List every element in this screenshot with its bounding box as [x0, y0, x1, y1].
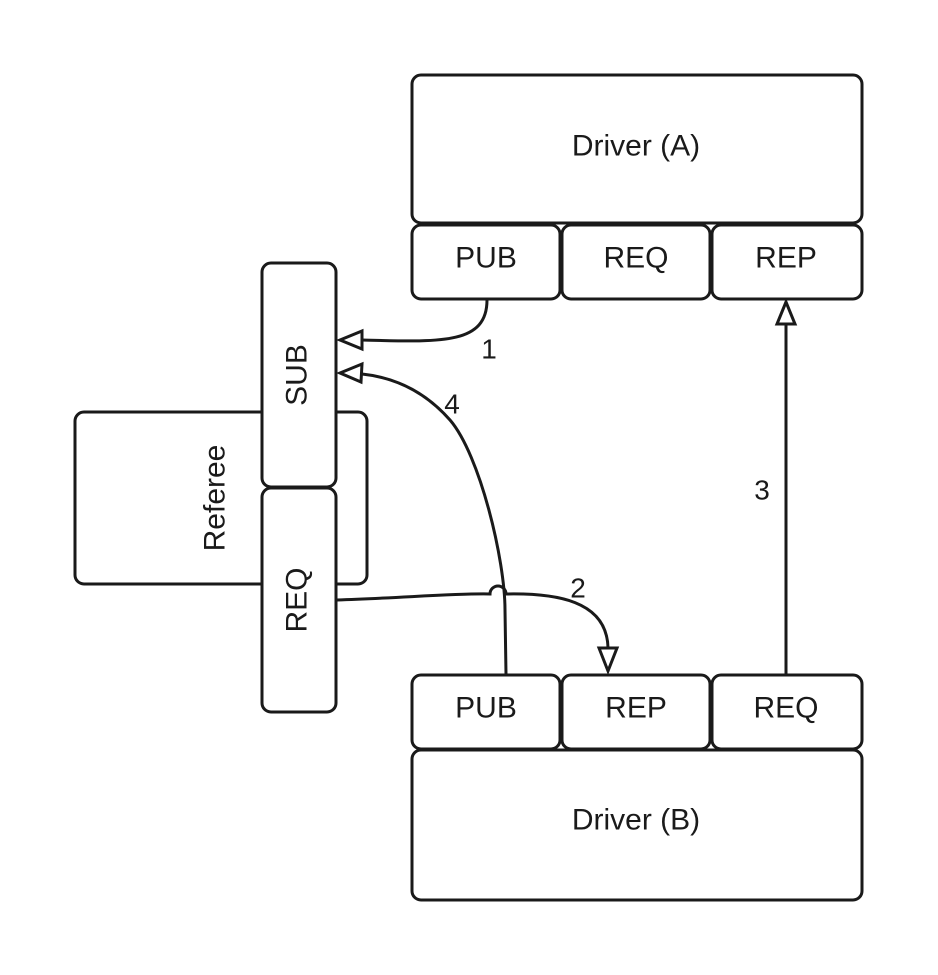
driver-b-req-label: REQ: [753, 692, 818, 725]
driver-b-box[interactable]: [410, 748, 864, 902]
driver-b-node: PUB REP REQ Driver (B): [410, 673, 864, 902]
driver-b-title: Driver (B): [572, 804, 700, 837]
referee-req-socket: REQ: [260, 486, 338, 714]
edge-2: 2: [336, 573, 620, 676]
driver-a-box[interactable]: [410, 73, 864, 225]
edge-4-arrowhead: [336, 361, 364, 385]
edge-1: 1: [336, 299, 497, 365]
edge-3-arrowhead: [774, 298, 798, 326]
referee-req-box[interactable]: [260, 486, 338, 714]
referee-req-label: REQ: [281, 567, 314, 632]
edge-2-label: 2: [570, 573, 586, 604]
driver-a-req-box[interactable]: [560, 223, 712, 301]
driver-b-rep-label: REP: [605, 692, 667, 725]
edge-2-arrowhead: [596, 646, 620, 676]
driver-a-rep-label: REP: [755, 242, 817, 275]
edge-2-line: [336, 584, 610, 649]
edge-3-label: 3: [754, 475, 770, 506]
edge-3: 3: [754, 298, 798, 674]
driver-a-pub-label: PUB: [455, 242, 517, 275]
referee-sub-socket: SUB: [260, 261, 338, 489]
edge-4-line: [361, 372, 508, 675]
driver-a-title: Driver (A): [572, 130, 700, 163]
edge-1-label: 1: [481, 334, 497, 365]
edge-1-line: [361, 299, 489, 343]
driver-a-req-label: REQ: [603, 242, 668, 275]
driver-a-pub-box[interactable]: [410, 223, 562, 301]
driver-b-pub-label: PUB: [455, 692, 517, 725]
driver-a-rep-box[interactable]: [710, 223, 864, 301]
referee-title: Referee: [199, 445, 232, 552]
edge-1-arrowhead: [336, 328, 364, 352]
edge-4: 4: [336, 361, 508, 675]
referee-sub-label: SUB: [281, 344, 314, 406]
edge-4-label: 4: [444, 389, 460, 420]
driver-a-node: Driver (A) PUB REQ REP: [410, 73, 864, 301]
